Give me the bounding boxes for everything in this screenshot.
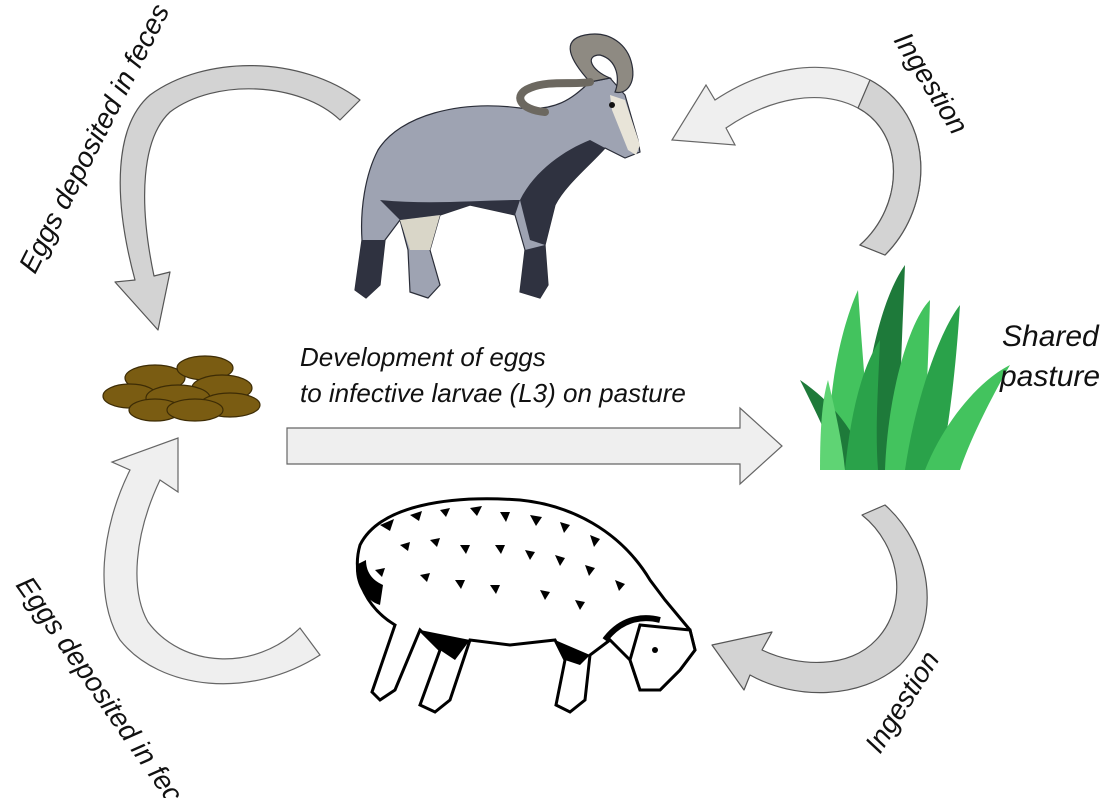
grass-image	[800, 265, 1010, 470]
arrow-development	[287, 408, 782, 484]
label-development-line1: Development of eggs	[300, 342, 546, 372]
arrow-eggs-top	[115, 66, 360, 330]
arrow-ingestion-top	[672, 67, 921, 255]
arrow-eggs-bottom	[104, 438, 320, 684]
domestic-sheep-image	[356, 499, 695, 712]
label-pasture-line2: pasture	[999, 360, 1100, 393]
wild-sheep-image	[355, 34, 640, 298]
label-development-line2: to infective larvae (L3) on pasture	[300, 378, 686, 408]
arrow-ingestion-bottom	[712, 505, 927, 693]
label-pasture-line1: Shared	[1002, 320, 1100, 353]
feces-pellets-image	[103, 356, 260, 421]
